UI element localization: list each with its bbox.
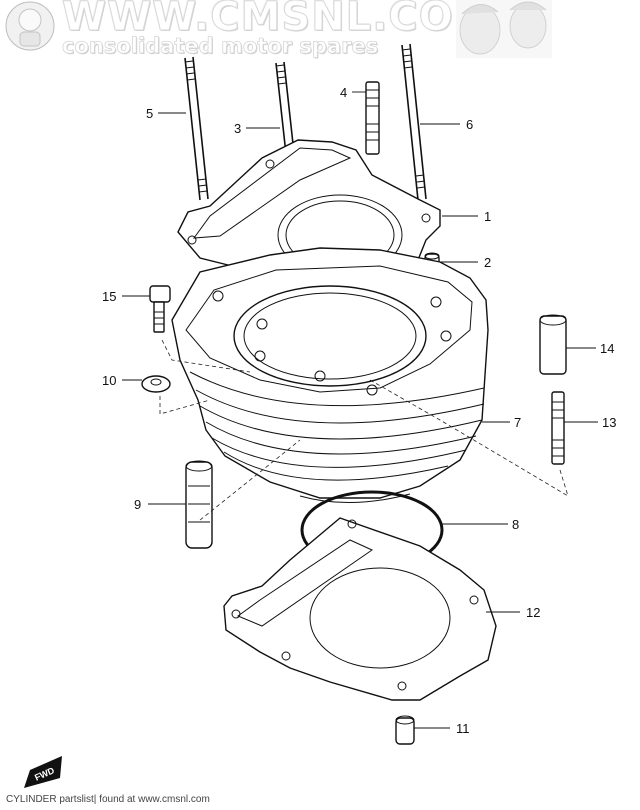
callout-14: 14 bbox=[600, 341, 614, 356]
stud-bolt-4 bbox=[365, 81, 380, 155]
riders-photo-icon bbox=[456, 0, 552, 58]
fwd-arrow-icon: FWD bbox=[24, 756, 62, 788]
cmsnl-logo-icon bbox=[5, 1, 55, 51]
base-gasket-12 bbox=[223, 517, 497, 701]
callout-15: 15 bbox=[102, 289, 116, 304]
sleeve-9 bbox=[185, 460, 213, 549]
callout-2: 2 bbox=[484, 255, 491, 270]
stud-13 bbox=[551, 391, 565, 465]
callout-12: 12 bbox=[526, 605, 540, 620]
callout-1: 1 bbox=[484, 209, 491, 224]
callout-3: 3 bbox=[234, 121, 241, 136]
stud-bolt-6 bbox=[401, 43, 427, 201]
callout-13: 13 bbox=[602, 415, 616, 430]
watermark-tagline: consolidated motor spares bbox=[62, 34, 379, 59]
callout-7: 7 bbox=[514, 415, 521, 430]
washer-10 bbox=[141, 375, 171, 393]
callout-4: 4 bbox=[340, 85, 347, 100]
dowel-pin-11 bbox=[395, 715, 415, 745]
spacer-14 bbox=[539, 314, 567, 375]
callout-8: 8 bbox=[512, 517, 519, 532]
callout-10: 10 bbox=[102, 373, 116, 388]
stud-bolt-5 bbox=[184, 56, 209, 201]
watermark-site: WWW.CMSNL.COM bbox=[62, 0, 495, 41]
callout-5: 5 bbox=[146, 106, 153, 121]
callout-9: 9 bbox=[134, 497, 141, 512]
cylinder-block-7 bbox=[171, 247, 489, 504]
bolt-15 bbox=[149, 285, 171, 333]
footer-caption: CYLINDER partslist| found at www.cmsnl.c… bbox=[6, 794, 210, 805]
callout-11: 11 bbox=[456, 721, 470, 736]
callout-6: 6 bbox=[466, 117, 473, 132]
